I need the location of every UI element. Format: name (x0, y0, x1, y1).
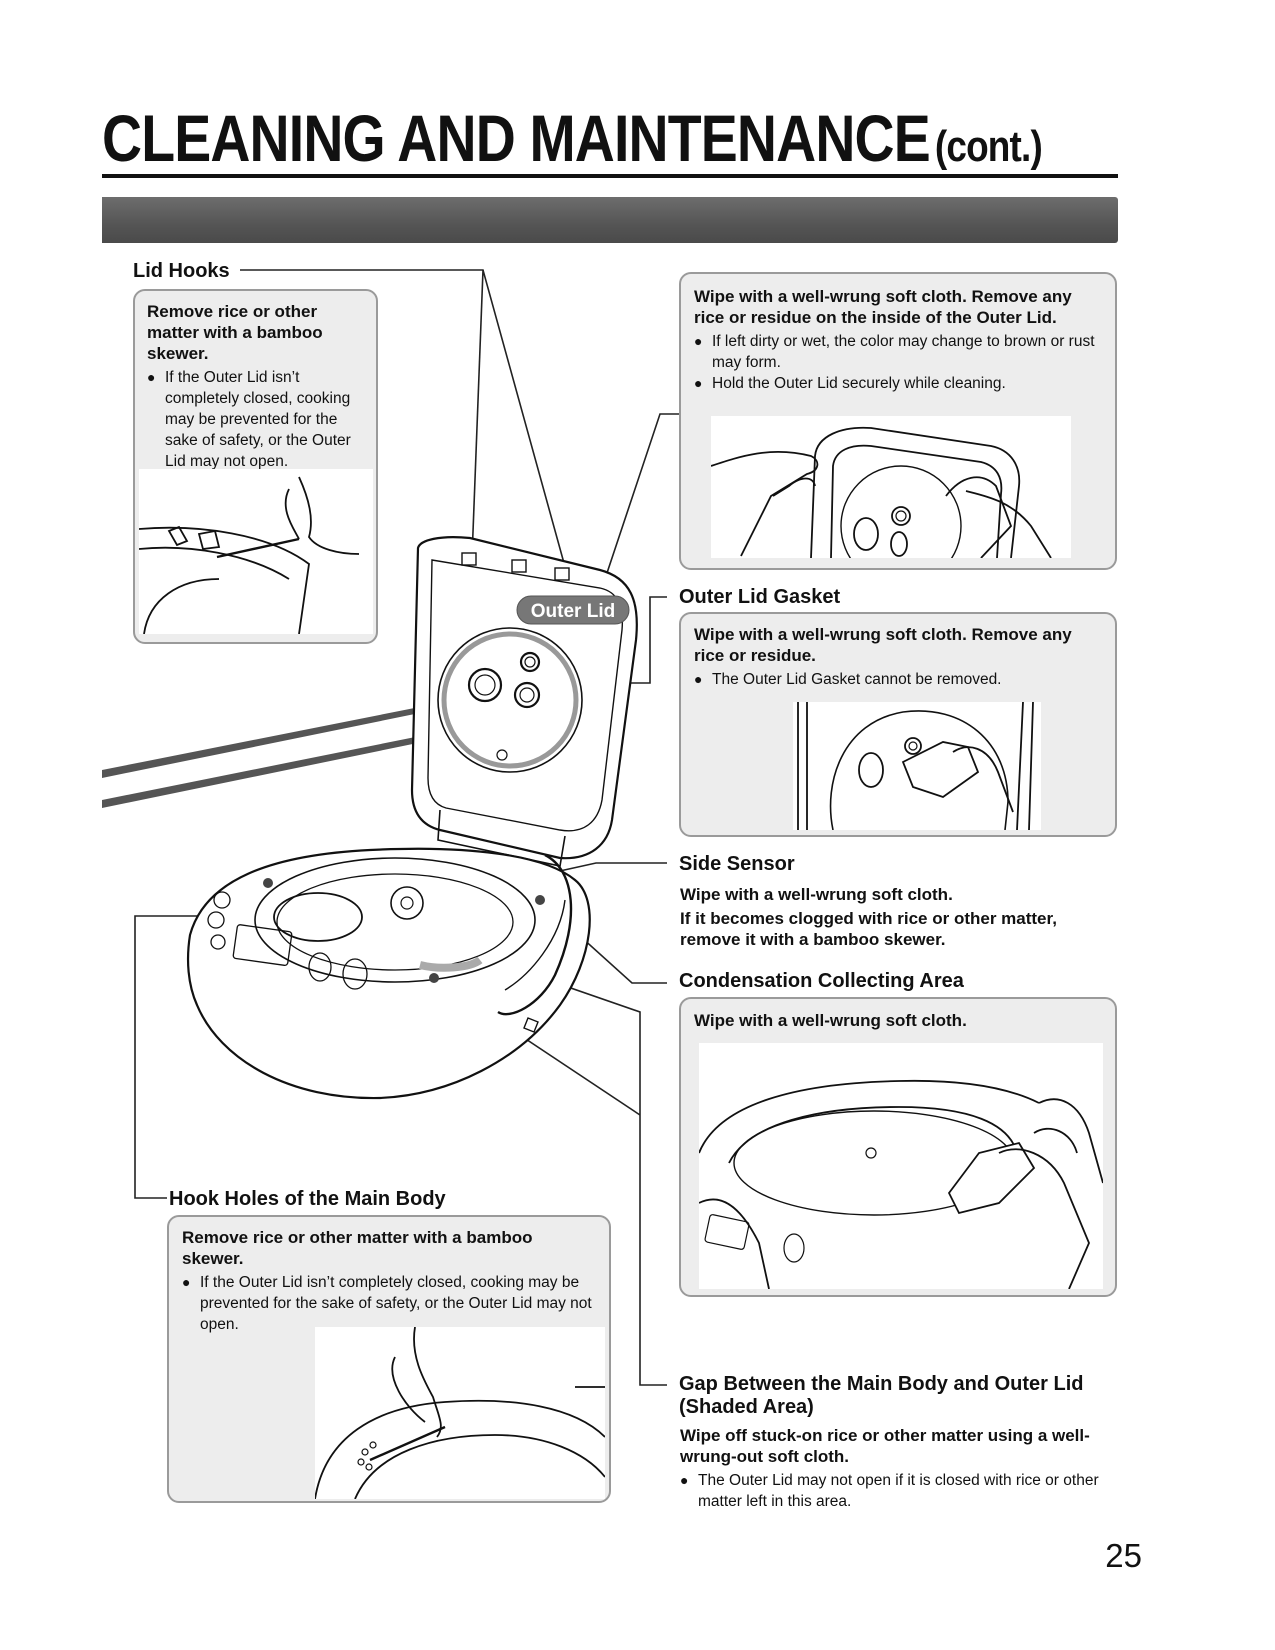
condensation-instruction: Wipe with a well-wrung soft cloth. (694, 1011, 967, 1030)
page-title: CLEANING AND MAINTENANCE(cont.) (102, 100, 1043, 176)
lid-hooks-box: Remove rice or other matter with a bambo… (133, 289, 378, 644)
gap-text: Wipe off stuck-on rice or other matter u… (680, 1425, 1100, 1512)
pointer-arrows (102, 688, 530, 808)
side-sensor-clog-instruction: If it becomes clogged with rice or other… (680, 909, 1057, 949)
lid-hooks-notes: If the Outer Lid isn’t completely closed… (147, 367, 366, 472)
hook-holes-note: If the Outer Lid isn’t completely closed… (182, 1272, 597, 1335)
outer-lid-gasket-box: Wipe with a well-wrung soft cloth. Remov… (679, 612, 1117, 837)
lid-hooks-illustration (139, 469, 373, 634)
outer-lid-gasket-notes: The Outer Lid Gasket cannot be removed. (694, 669, 1103, 690)
outer-lid-inside-box: Wipe with a well-wrung soft cloth. Remov… (679, 272, 1117, 570)
hook-holes-heading: Hook Holes of the Main Body (169, 1188, 446, 1210)
gap-heading: Gap Between the Main Body and Outer Lid … (679, 1373, 1084, 1418)
side-sensor-instruction: Wipe with a well-wrung soft cloth. (680, 885, 953, 904)
hook-holes-illustration (315, 1327, 605, 1499)
gap-notes: The Outer Lid may not open if it is clos… (680, 1470, 1100, 1512)
leader-outer-lid-inside (597, 413, 682, 601)
hook-holes-instruction: Remove rice or other matter with a bambo… (182, 1228, 533, 1268)
hook-holes-box: Remove rice or other matter with a bambo… (167, 1215, 611, 1503)
side-sensor-heading: Side Sensor (679, 853, 795, 875)
outer-lid-tag: Outer Lid (516, 595, 630, 625)
page-title-text: CLEANING AND MAINTENANCE (102, 101, 931, 175)
title-rule (102, 174, 1118, 178)
outer-lid-gasket-heading: Outer Lid Gasket (679, 586, 841, 608)
main-body-drawing (186, 847, 591, 1100)
outer-lid-inside-notes: If left dirty or wet, the color may chan… (694, 331, 1103, 394)
condensation-cleaning-illustration (699, 1043, 1103, 1289)
gap-note: The Outer Lid may not open if it is clos… (680, 1470, 1100, 1512)
outer-lid-drawing (410, 536, 638, 867)
outer-lid-gasket-instruction: Wipe with a well-wrung soft cloth. Remov… (694, 625, 1072, 665)
section-banner (102, 197, 1118, 243)
lid-hooks-note: If the Outer Lid isn’t completely closed… (147, 367, 366, 472)
page-number: 25 (1105, 1537, 1142, 1574)
condensation-box: Wipe with a well-wrung soft cloth. (679, 997, 1117, 1297)
outer-lid-inside-note-2: Hold the Outer Lid securely while cleani… (694, 373, 1103, 394)
outer-lid-cleaning-illustration (711, 416, 1071, 558)
hook-holes-notes: If the Outer Lid isn’t completely closed… (182, 1272, 597, 1335)
gap-instruction: Wipe off stuck-on rice or other matter u… (680, 1426, 1090, 1466)
side-sensor-text: Wipe with a well-wrung soft cloth. If it… (680, 884, 1110, 950)
outer-lid-label: Outer Lid (531, 601, 615, 622)
lid-hooks-instruction: Remove rice or other matter with a bambo… (147, 302, 323, 363)
outer-lid-inside-note-1: If left dirty or wet, the color may chan… (694, 331, 1103, 373)
page-title-suffix: (cont.) (934, 122, 1043, 171)
lid-hooks-heading: Lid Hooks (133, 260, 230, 282)
outer-lid-inside-instruction: Wipe with a well-wrung soft cloth. Remov… (694, 287, 1072, 327)
outer-lid-gasket-note: The Outer Lid Gasket cannot be removed. (694, 669, 1103, 690)
gasket-cleaning-illustration (793, 702, 1041, 830)
condensation-heading: Condensation Collecting Area (679, 970, 964, 992)
